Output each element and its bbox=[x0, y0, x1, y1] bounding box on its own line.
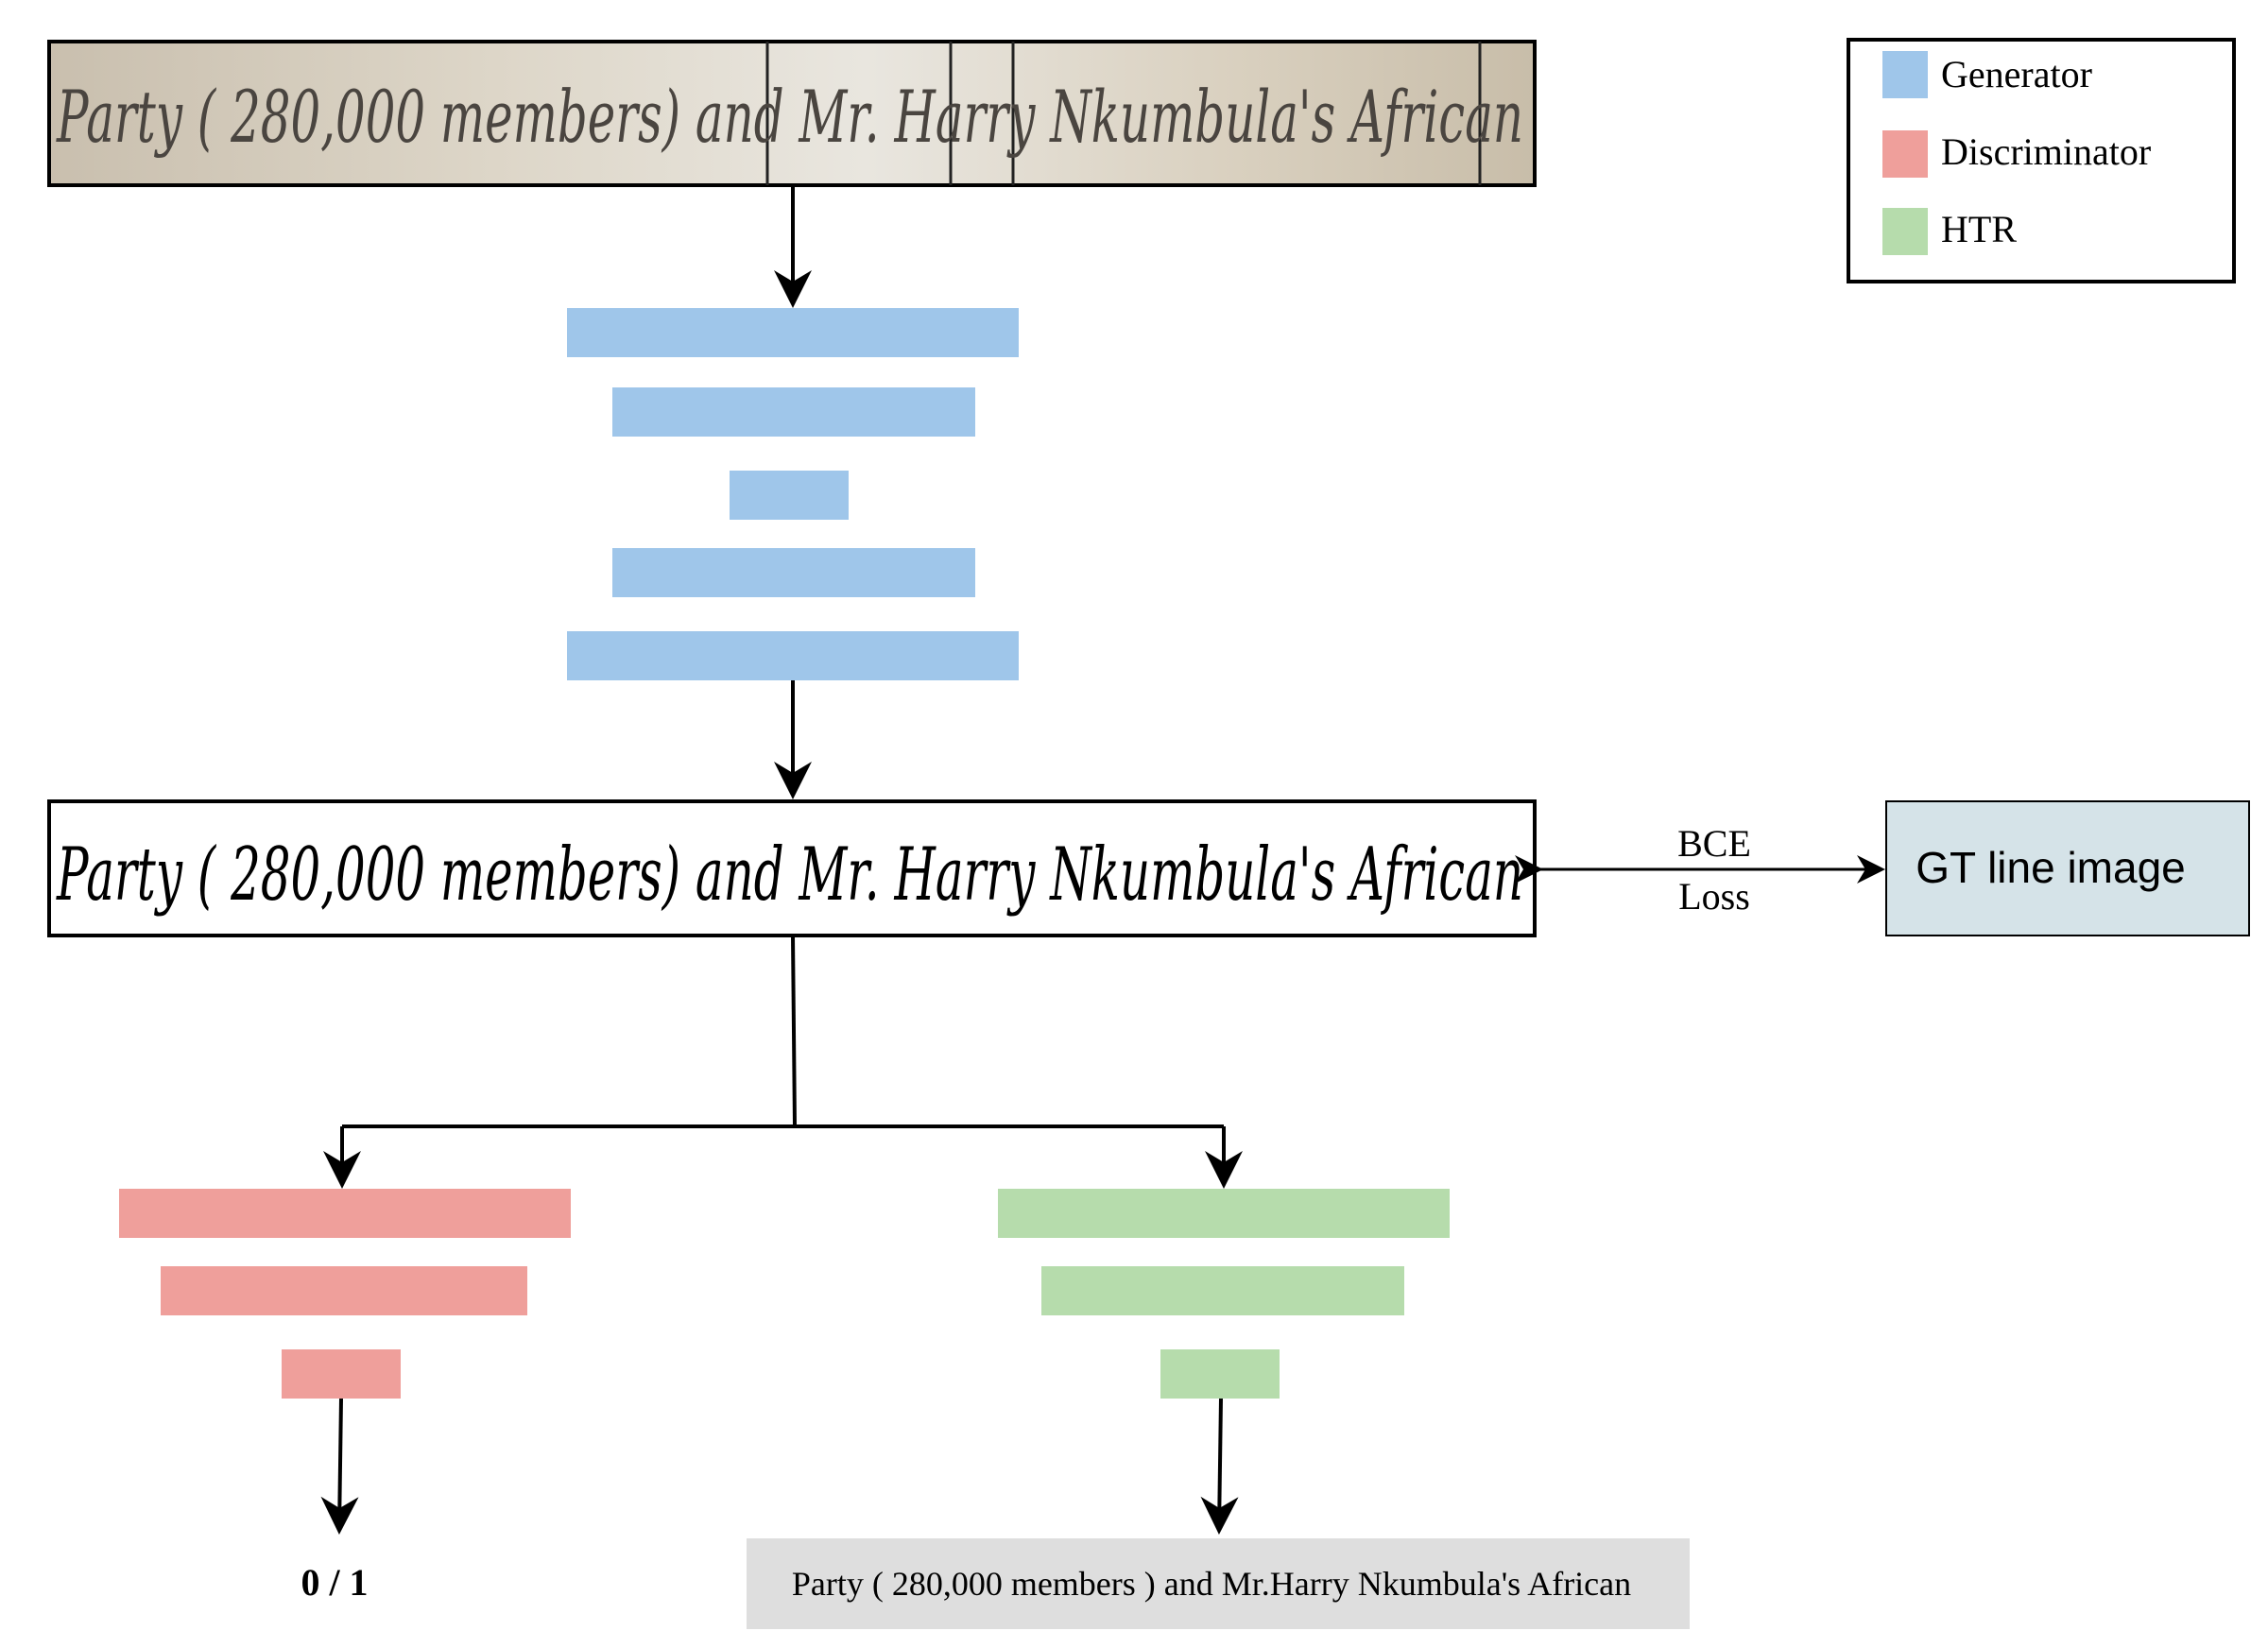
generator-layer-1 bbox=[567, 308, 1019, 357]
degraded-input-image: Party ( 280,000 members) and Mr. Harry N… bbox=[47, 40, 1537, 187]
gt-line-image-label: GT line image bbox=[1916, 843, 2186, 892]
loss-label: Loss bbox=[1678, 875, 1750, 918]
clean-handwriting-text: Party ( 280,000 members) and Mr. Harry N… bbox=[56, 833, 1523, 918]
bce-label: BCE bbox=[1677, 822, 1751, 865]
legend-label-generator: Generator bbox=[1941, 53, 2092, 95]
legend-swatch-discriminator bbox=[1882, 130, 1928, 178]
arrow-discriminator-output bbox=[320, 1398, 359, 1535]
gt-line-image-box: GT line image bbox=[1885, 800, 2250, 936]
generated-clean-image: Party ( 280,000 members) and Mr. Harry N… bbox=[47, 799, 1537, 937]
legend-label-discriminator: Discriminator bbox=[1941, 130, 2151, 173]
branch-connector bbox=[323, 935, 1243, 1189]
htr-transcription-output: Party ( 280,000 members ) and Mr.Harry N… bbox=[747, 1538, 1690, 1629]
legend-swatch-generator bbox=[1882, 51, 1928, 98]
htr-network bbox=[998, 1189, 1450, 1399]
htr-layer-1 bbox=[998, 1189, 1450, 1238]
generator-layer-5 bbox=[567, 631, 1019, 680]
discriminator-layer-2 bbox=[161, 1266, 527, 1315]
discriminator-layer-1 bbox=[119, 1189, 571, 1238]
legend-swatch-htr bbox=[1882, 208, 1928, 255]
htr-layer-2 bbox=[1041, 1266, 1404, 1315]
legend: Generator Discriminator HTR bbox=[1847, 38, 2236, 283]
discriminator-network bbox=[119, 1189, 571, 1399]
degraded-handwriting-text: Party ( 280,000 members) and Mr. Harry N… bbox=[56, 75, 1523, 159]
legend-label-htr: HTR bbox=[1941, 208, 2017, 250]
generator-layer-2 bbox=[612, 387, 975, 437]
generator-layer-3 bbox=[730, 471, 849, 520]
generator-network bbox=[567, 308, 1019, 680]
generator-layer-4 bbox=[612, 548, 975, 597]
discriminator-output-label: 0 / 1 bbox=[301, 1561, 368, 1604]
discriminator-layer-3 bbox=[282, 1349, 401, 1399]
arrow-htr-output bbox=[1200, 1398, 1239, 1535]
htr-layer-3 bbox=[1160, 1349, 1280, 1399]
htr-transcription-text: Party ( 280,000 members ) and Mr.Harry N… bbox=[792, 1565, 1631, 1603]
